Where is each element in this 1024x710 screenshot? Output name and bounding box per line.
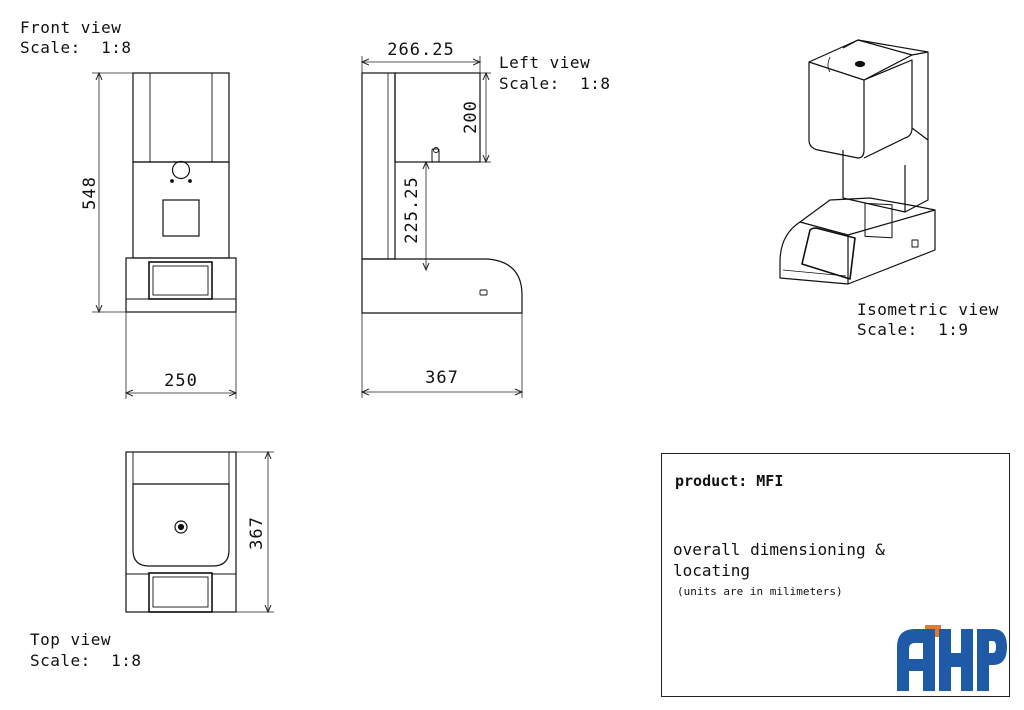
description-line-2: locating <box>673 561 751 580</box>
description-line-1: overall dimensioning & <box>673 540 885 559</box>
iso-screen <box>801 227 856 280</box>
left-view <box>361 72 523 314</box>
left-dimensions <box>362 56 522 398</box>
front-column <box>132 161 230 259</box>
dim-left-head-height: 200 <box>461 100 481 134</box>
ahp-logo <box>897 625 1007 691</box>
product-name: product: MFI <box>675 472 784 490</box>
units-note: (units are in milimeters) <box>677 585 843 598</box>
left-base <box>361 258 523 314</box>
title-block: product: MFI overall dimensioning & loca… <box>661 453 1010 697</box>
isometric-view-scale: Scale: 1:9 <box>857 320 969 339</box>
left-column <box>361 72 396 260</box>
front-view-title: Front view <box>20 18 122 37</box>
top-knob <box>174 520 188 534</box>
left-view-scale: Scale: 1:8 <box>499 74 611 93</box>
iso-column <box>842 150 906 213</box>
dim-front-height: 548 <box>80 176 100 210</box>
iso-head-front <box>808 61 865 159</box>
isometric-view <box>779 39 936 285</box>
dim-left-head-width: 266.25 <box>387 40 454 60</box>
front-view-scale: Scale: 1:8 <box>20 38 132 57</box>
front-head-body <box>132 72 230 163</box>
front-screen-frame <box>148 261 213 300</box>
dim-left-column-height: 225.25 <box>402 176 422 243</box>
left-view-title: Left view <box>499 53 591 72</box>
front-view <box>125 72 237 313</box>
front-base <box>125 257 237 313</box>
drawing-description: overall dimensioning & locating <box>673 539 885 581</box>
top-view-scale: Scale: 1:8 <box>30 651 142 670</box>
top-view <box>125 451 237 613</box>
top-dimensions <box>236 452 274 612</box>
dim-front-width: 250 <box>164 371 198 391</box>
top-head <box>132 483 230 567</box>
dim-top-depth: 367 <box>247 516 267 550</box>
iso-base-outline <box>779 205 936 285</box>
top-outline <box>125 451 237 613</box>
front-window <box>162 199 200 237</box>
iso-window <box>864 202 893 239</box>
dim-left-depth: 367 <box>425 368 459 388</box>
isometric-view-title: Isometric view <box>857 300 999 319</box>
front-knob <box>171 160 191 180</box>
top-screen-frame <box>148 572 213 613</box>
front-dimensions <box>92 73 236 399</box>
front-screen <box>152 265 209 296</box>
left-knob <box>431 148 440 163</box>
top-view-title: Top view <box>30 630 112 649</box>
